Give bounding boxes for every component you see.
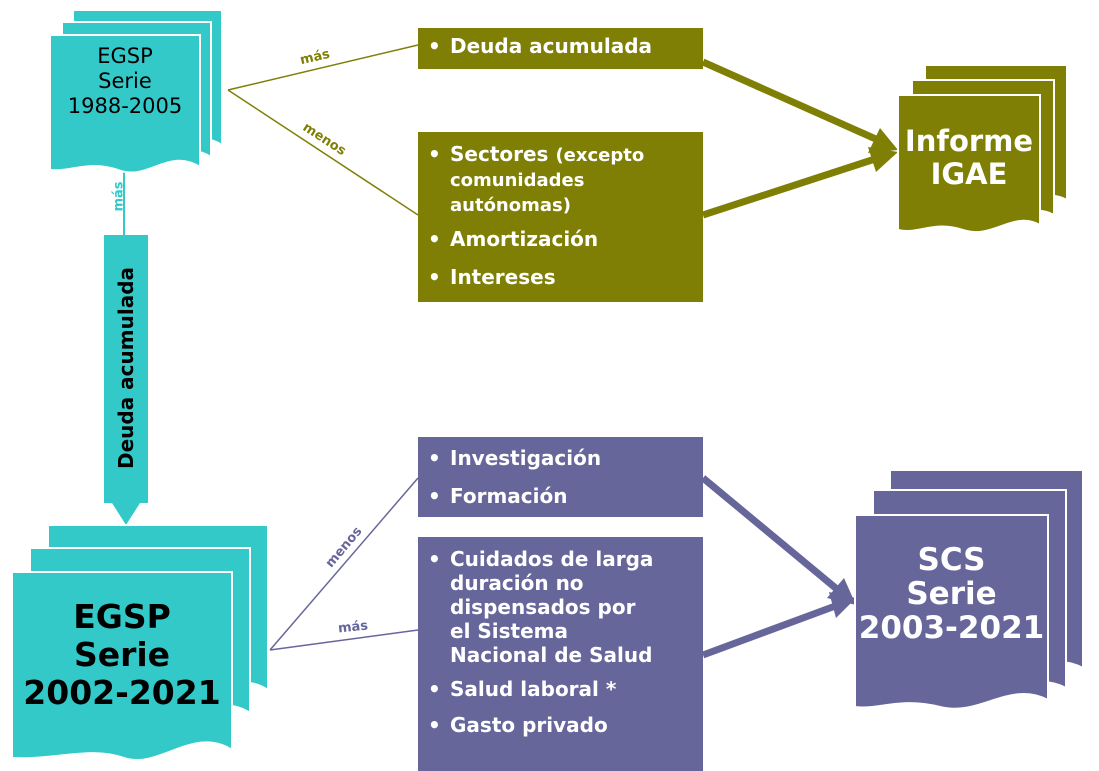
list-item: • Deuda acumulada bbox=[428, 34, 703, 58]
box-cuidados-item3: Gasto privado bbox=[450, 713, 608, 737]
bullet-icon: • bbox=[428, 677, 441, 701]
box-sectores-item1-sub3: autónomas) bbox=[450, 194, 571, 216]
list-item: • Amortización bbox=[428, 227, 703, 251]
arrow-head-deuda-igae bbox=[868, 128, 898, 153]
doc-egsp-1988-line1: EGSP bbox=[97, 44, 153, 68]
box-investigacion-item2: Formación bbox=[450, 484, 568, 508]
doc-egsp-1988-icon bbox=[49, 9, 223, 174]
list-item: • Sectores (excepto comunidades autónoma… bbox=[428, 142, 703, 217]
bullet-icon: • bbox=[428, 226, 441, 251]
label-mas-vertical: más bbox=[111, 181, 127, 212]
bullet-icon: • bbox=[428, 484, 441, 508]
bullet-icon: • bbox=[428, 446, 441, 470]
connector-menos-bottom bbox=[269, 477, 419, 651]
arrow-cuidados-to-scs bbox=[701, 601, 840, 659]
label-mas-bottom: más bbox=[337, 618, 369, 637]
arrow-sectores-to-igae bbox=[701, 154, 880, 219]
box-cuidados-item2: Salud laboral * bbox=[450, 677, 617, 701]
doc-egsp-2002-line2: Serie bbox=[73, 634, 171, 674]
list-item: • Cuidados de larga duración no dispensa… bbox=[428, 547, 703, 667]
doc-egsp-1988-line2: Serie bbox=[98, 69, 152, 94]
box-cuidados: • Cuidados de larga duración no dispensa… bbox=[418, 537, 703, 771]
list-item: • Intereses bbox=[428, 265, 703, 289]
box-investigacion: • Investigación • Formación bbox=[418, 437, 703, 517]
doc-egsp-2002-line1: EGSP bbox=[73, 597, 171, 636]
doc-scs-line1: SCS bbox=[917, 542, 986, 578]
bullet-icon: • bbox=[428, 142, 441, 166]
arrow-head-sectores-igae bbox=[868, 147, 898, 172]
doc-egsp-2002-icon bbox=[11, 524, 269, 761]
doc-egsp-1988-line3: 1988-2005 bbox=[67, 94, 183, 119]
arrow-head-cuidados-scs bbox=[829, 592, 856, 618]
doc-egsp-2002-line3: 2002-2021 bbox=[23, 672, 221, 712]
box-sectores-item1-sub1: (excepto bbox=[555, 145, 645, 166]
box-deuda-acumulada: • Deuda acumulada bbox=[418, 28, 703, 69]
bullet-icon: • bbox=[428, 547, 441, 571]
label-arrow-vertical: Deuda acumulada bbox=[114, 266, 138, 469]
box-sectores: • Sectores (excepto comunidades autónoma… bbox=[418, 132, 703, 302]
box-cuidados-item1-line4: el Sistema bbox=[450, 619, 569, 643]
doc-scs-line2: Serie bbox=[906, 576, 997, 613]
bullet-icon: • bbox=[428, 34, 441, 58]
doc-scs-line3: 2003-2021 bbox=[858, 610, 1045, 647]
box-deuda-item1: Deuda acumulada bbox=[450, 34, 653, 58]
box-cuidados-item1-line3: dispensados por bbox=[450, 595, 636, 619]
box-cuidados-item1-line1: Cuidados de larga bbox=[450, 547, 654, 571]
box-sectores-item2: Amortización bbox=[450, 226, 599, 251]
box-sectores-item1-sub2: comunidades bbox=[450, 169, 585, 191]
doc-igae-line2: IGAE bbox=[930, 157, 1008, 192]
arrow-investigacion-to-scs bbox=[700, 475, 841, 593]
list-item: • Salud laboral * bbox=[428, 677, 703, 701]
doc-igae-label: Informe IGAE bbox=[898, 124, 1040, 192]
list-item: • Gasto privado bbox=[428, 713, 703, 737]
connector-menos-top bbox=[227, 89, 419, 216]
bullet-icon: • bbox=[428, 713, 441, 737]
doc-scs-icon bbox=[854, 469, 1084, 710]
box-investigacion-item1: Investigación bbox=[450, 446, 602, 470]
list-item: • Formación bbox=[428, 483, 703, 509]
doc-egsp-1988-label: EGSP Serie 1988-2005 bbox=[50, 44, 200, 120]
list-item: • Investigación bbox=[428, 445, 703, 471]
doc-igae-icon bbox=[897, 64, 1068, 233]
box-cuidados-item1-line2: duración no bbox=[450, 571, 584, 595]
connector-mas-top bbox=[227, 44, 419, 91]
arrow-vertical-body bbox=[104, 235, 148, 503]
arrow-vertical-head bbox=[112, 503, 140, 525]
arrow-deuda-to-igae bbox=[701, 58, 880, 144]
doc-igae-line1: Informe bbox=[904, 124, 1034, 158]
connector-mas-bottom bbox=[269, 629, 419, 651]
box-sectores-item1-main: Sectores bbox=[450, 142, 549, 166]
box-cuidados-item1-line5: Nacional de Salud bbox=[450, 643, 653, 667]
box-sectores-item3: Intereses bbox=[450, 265, 556, 290]
bullet-icon: • bbox=[428, 265, 441, 290]
doc-egsp-2002-label: EGSP Serie 2002-2021 bbox=[12, 598, 232, 712]
doc-scs-label: SCS Serie 2003-2021 bbox=[855, 543, 1048, 645]
